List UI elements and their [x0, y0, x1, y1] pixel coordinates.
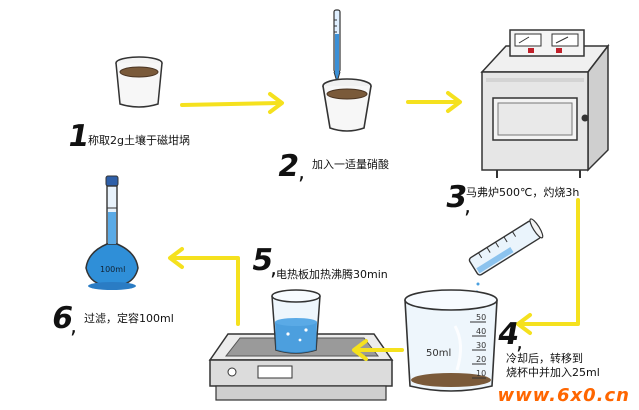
step-4-caption-line-2: 烧杯中并加入25ml [506, 366, 600, 379]
step-2-caption: 加入一适量硝酸 [312, 158, 389, 171]
crucible-with-acid-icon [322, 78, 372, 132]
volumetric-flask-icon: 100ml [85, 175, 139, 290]
graduated-cylinder-icon [468, 218, 544, 294]
arrow-2-to-3 [406, 91, 462, 113]
step-6-caption: 过滤，定容100ml [84, 312, 174, 325]
hot-plate-icon [208, 333, 394, 401]
step-2-separator: , [298, 160, 305, 185]
step-5-caption: 电热板加热沸腾30min [276, 268, 388, 281]
step-6-separator: , [70, 314, 77, 339]
crucible-with-soil-icon [115, 56, 163, 108]
arrow-4-to-5 [352, 339, 404, 361]
step-4-caption-line-1: 冷却后，转移到 [506, 352, 583, 365]
beaker-volume-label: 50ml [426, 348, 451, 359]
beaker-with-sample-icon: 50 40 30 20 10 50ml [404, 289, 498, 392]
arrow-3-to-4 [516, 198, 580, 335]
pipette-icon [333, 9, 341, 88]
step-3-separator: , [464, 194, 471, 219]
flask-volume-label: 100ml [100, 265, 125, 274]
beaker-mark: 30 [476, 341, 486, 350]
watermark: www.6x0.cn [497, 385, 630, 406]
step-1-caption: 称取2g土壤于磁坩埚 [88, 134, 190, 147]
step-5-separator: , [270, 256, 277, 281]
beaker-heating-icon [271, 289, 321, 354]
step-3-caption: 马弗炉500℃，灼烧3h [466, 186, 580, 199]
arrow-5-to-6 [168, 247, 240, 326]
beaker-mark: 50 [476, 313, 486, 322]
step-4-separator: , [516, 330, 523, 355]
arrow-1-to-2 [180, 92, 284, 114]
beaker-mark: 10 [476, 369, 486, 378]
muffle-furnace-icon [480, 29, 610, 178]
beaker-mark: 40 [476, 327, 486, 336]
beaker-mark: 20 [476, 355, 486, 364]
